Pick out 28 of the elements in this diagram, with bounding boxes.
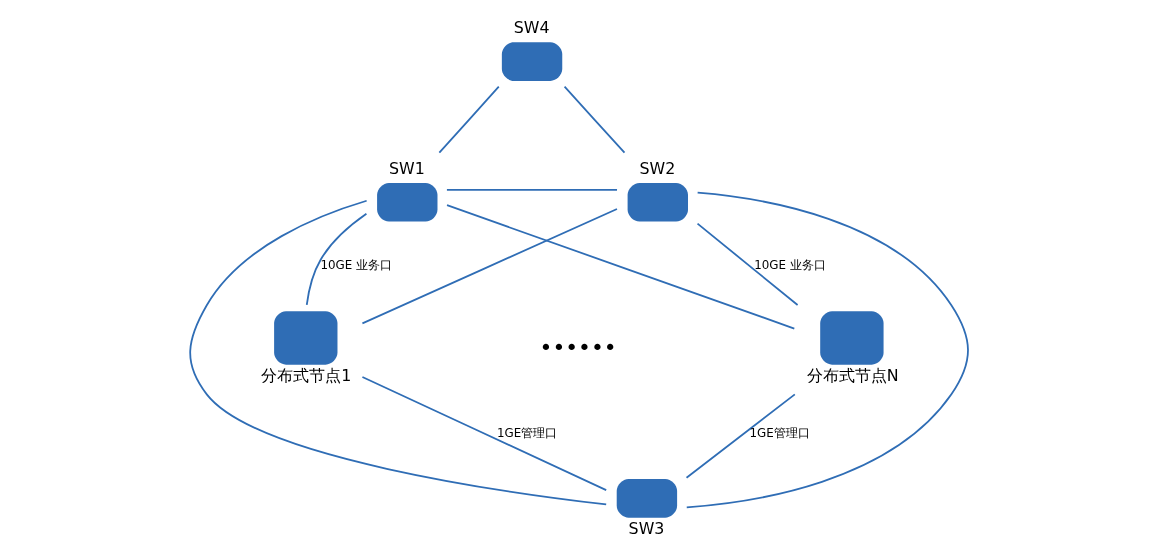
node-label: SW4 bbox=[513, 18, 550, 38]
node-box bbox=[274, 311, 338, 365]
node-box bbox=[501, 42, 563, 81]
connector bbox=[685, 393, 796, 479]
node-label: 分布式节点1 bbox=[261, 366, 352, 386]
edge-label: 1GE管理口 bbox=[496, 425, 558, 440]
node-label: SW3 bbox=[628, 519, 665, 539]
node-box bbox=[377, 182, 438, 222]
connector bbox=[438, 85, 500, 154]
edge-label: 10GE 业务口 bbox=[754, 258, 826, 273]
connector bbox=[361, 208, 618, 325]
node-box bbox=[627, 182, 688, 222]
node-label: SW1 bbox=[388, 158, 425, 178]
edge-label: 10GE 业务口 bbox=[320, 258, 393, 273]
connector bbox=[305, 212, 368, 306]
connector bbox=[446, 189, 618, 191]
connector bbox=[446, 204, 796, 330]
node-box bbox=[616, 479, 678, 518]
connector bbox=[189, 199, 608, 506]
connector bbox=[361, 376, 608, 491]
label: •••••• bbox=[539, 335, 617, 361]
node-box bbox=[820, 311, 884, 365]
connector bbox=[563, 85, 626, 154]
connector bbox=[696, 222, 799, 306]
edge-label: 1GE管理口 bbox=[749, 425, 810, 440]
node-label: 分布式节点N bbox=[806, 366, 899, 386]
node-label: SW2 bbox=[639, 158, 676, 178]
connector bbox=[685, 191, 969, 509]
